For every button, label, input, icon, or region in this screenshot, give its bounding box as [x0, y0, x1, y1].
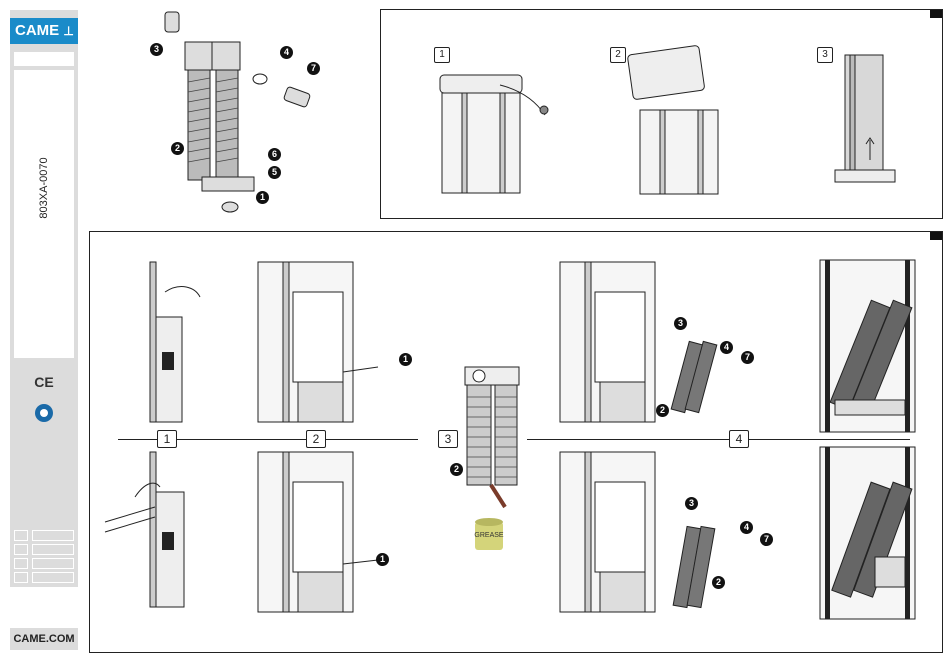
document-code: 803XA-0070 [38, 157, 50, 218]
step2-top-illustration [258, 262, 358, 427]
sidebar: CAME ⊥ 803XA-0070 CE [10, 10, 78, 587]
step4-top-illustration [560, 262, 720, 427]
ce-mark: CE [10, 374, 78, 390]
callout-7: 7 [307, 62, 320, 75]
callout-2: 2 [171, 142, 184, 155]
callout-1: 1 [256, 191, 269, 204]
step3-spring-illustration [465, 367, 525, 507]
step2-bottom-callout-1: 1 [376, 553, 389, 566]
step4-bottom-callout-7: 7 [760, 533, 773, 546]
certification-icon [35, 404, 53, 422]
language-flags [14, 530, 74, 586]
callout-4: 4 [280, 46, 293, 59]
step-divider-right [527, 439, 910, 440]
step1-bottom-illustration [105, 452, 215, 612]
callout-5: 5 [268, 166, 281, 179]
step1-top-illustration [140, 262, 220, 427]
final-bottom-illustration [820, 447, 920, 622]
step4-bottom-illustration [560, 452, 720, 617]
website-label: CAME.COM [10, 628, 78, 650]
step4-top-callout-2: 2 [656, 404, 669, 417]
grease-label: GREASE [473, 532, 505, 539]
step4-bottom-callout-3: 3 [685, 497, 698, 510]
grease-can: GREASE [475, 518, 503, 552]
bottom-step-3: 3 [438, 430, 458, 448]
callout-3: 3 [150, 43, 163, 56]
step2-bottom-illustration [258, 452, 358, 617]
top-step2-illustration [620, 50, 740, 200]
step4-bottom-callout-4: 4 [740, 521, 753, 534]
final-top-illustration [820, 260, 920, 435]
came-logo: CAME ⊥ [10, 18, 78, 44]
sidebar-blank-field [14, 52, 74, 66]
panel-marker [930, 232, 942, 240]
top-step1-illustration [440, 50, 560, 200]
bottom-step-1: 1 [157, 430, 177, 448]
step4-bottom-callout-2: 2 [712, 576, 725, 589]
callout-6: 6 [268, 148, 281, 161]
step2-top-callout-1: 1 [399, 353, 412, 366]
step4-top-callout-3: 3 [674, 317, 687, 330]
panel-marker [930, 10, 942, 18]
step3-callout-2: 2 [450, 463, 463, 476]
step4-top-callout-7: 7 [741, 351, 754, 364]
top-step3-illustration [830, 50, 910, 200]
bottom-step-4: 4 [729, 430, 749, 448]
bottom-step-2: 2 [306, 430, 326, 448]
step4-top-callout-4: 4 [720, 341, 733, 354]
